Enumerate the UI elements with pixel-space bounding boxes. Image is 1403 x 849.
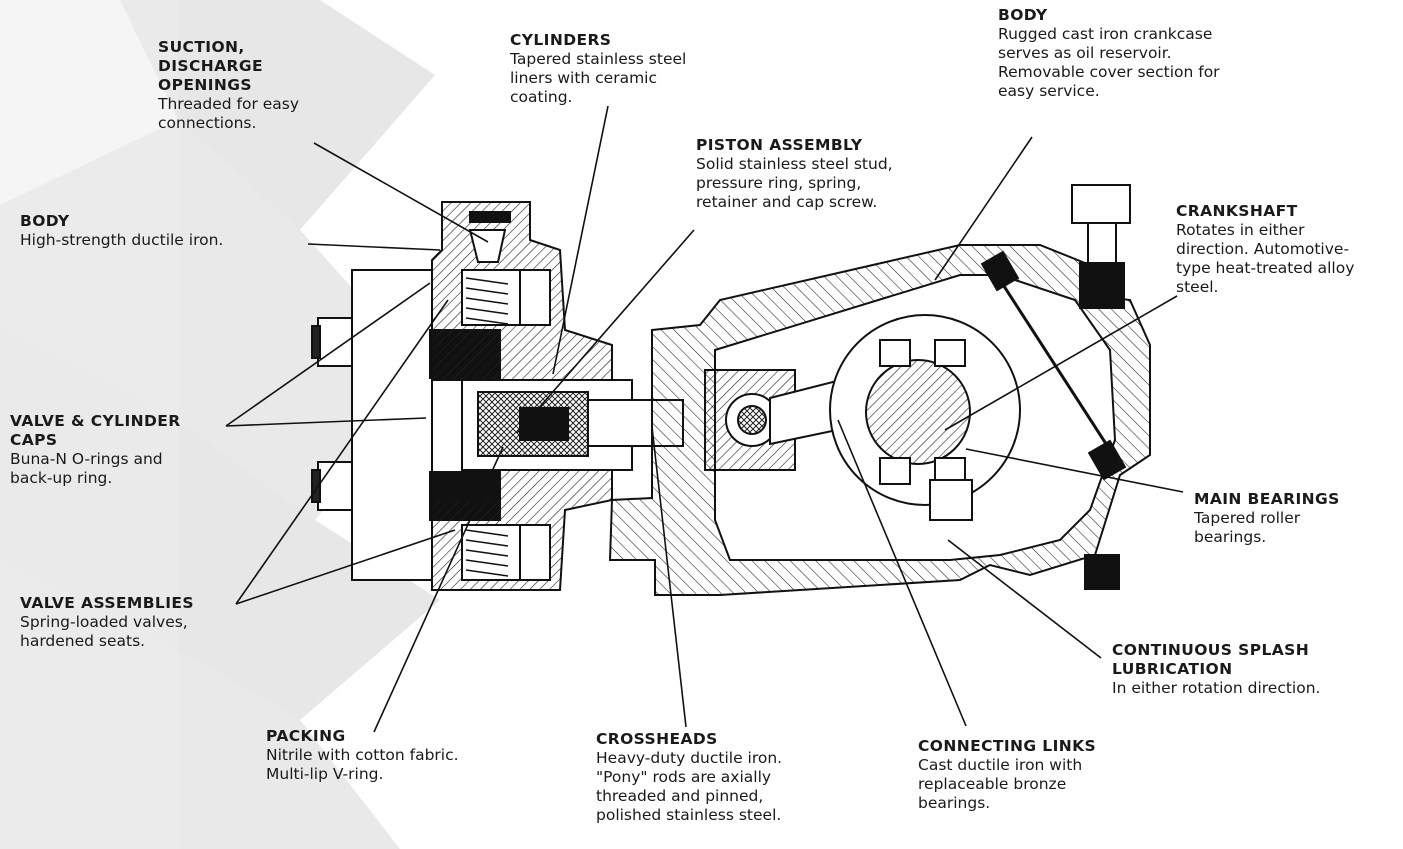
callout-description: type heat-treated alloy [1176, 259, 1355, 277]
callout-description: Tapered stainless steel [510, 50, 687, 68]
leader-splash [947, 539, 1102, 659]
callout-main-bearings: MAIN BEARINGS Tapered roller bearings. [1194, 490, 1340, 547]
callout-crossheads: CROSSHEADS Heavy-duty ductile iron. "Pon… [596, 730, 782, 825]
callout-description: easy service. [998, 82, 1100, 100]
leader-valve-assemblies-b [235, 529, 456, 605]
callout-description: Solid stainless steel stud, [696, 155, 893, 173]
callout-title: VALVE ASSEMBLIES [20, 594, 194, 612]
callout-description: Cast ductile iron with [918, 756, 1083, 774]
leader-piston [516, 229, 695, 434]
callout-body-crankcase: BODY Rugged cast iron crankcase serves a… [998, 6, 1220, 101]
callout-description: Nitrile with cotton fabric. [266, 746, 459, 764]
callout-title: CYLINDERS [510, 31, 612, 49]
callout-description: coating. [510, 88, 573, 106]
leader-connecting-links [837, 419, 967, 727]
callout-description: back-up ring. [10, 469, 113, 487]
callout-description: polished stainless steel. [596, 806, 782, 824]
callout-title: CRANKSHAFT [1176, 202, 1298, 220]
callout-description: Threaded for easy [158, 95, 300, 113]
callout-description: Rugged cast iron crankcase [998, 25, 1213, 43]
callout-description: "Pony" rods are axially [596, 768, 772, 786]
callout-crankshaft: CRANKSHAFT Rotates in either direction. … [1176, 202, 1354, 297]
callout-title: BODY [998, 6, 1048, 24]
leader-cylinders [552, 105, 609, 375]
callout-description: High-strength ductile iron. [20, 231, 224, 249]
callout-description: Tapered roller [1194, 509, 1301, 527]
callout-piston-assembly: PISTON ASSEMBLY Solid stainless steel st… [696, 136, 893, 212]
callout-description: In either rotation direction. [1112, 679, 1321, 697]
callout-description: Heavy-duty ductile iron. [596, 749, 783, 767]
callout-description: bearings. [918, 794, 991, 812]
callout-title: LUBRICATION [1112, 660, 1233, 678]
callout-description: hardened seats. [20, 632, 146, 650]
callout-description: direction. Automotive- [1176, 240, 1350, 258]
callout-description: pressure ring, spring, [696, 174, 862, 192]
callout-title: SUCTION, [158, 38, 245, 56]
leader-body-top [934, 136, 1033, 281]
callout-title: PISTON ASSEMBLY [696, 136, 863, 154]
callout-description: threaded and pinned, [596, 787, 764, 805]
callout-description: replaceable bronze [918, 775, 1067, 793]
callout-cylinders: CYLINDERS Tapered stainless steel liners… [510, 31, 686, 107]
callout-title: BODY [20, 212, 70, 230]
callout-suction-discharge: SUCTION, DISCHARGE OPENINGS Threaded for… [158, 38, 299, 133]
callout-connecting-links: CONNECTING LINKS Cast ductile iron with … [918, 737, 1096, 813]
leader-valve-assemblies-a [235, 299, 449, 605]
callout-title: VALVE & CYLINDER [10, 412, 181, 430]
leader-main-bearings [965, 448, 1184, 493]
leader-crankshaft [944, 295, 1178, 431]
callout-description: Multi-lip V-ring. [266, 765, 384, 783]
cylinder-cap [351, 269, 433, 581]
callout-description: liners with ceramic [510, 69, 658, 87]
leader-crossheads [651, 426, 687, 728]
callout-description: bearings. [1194, 528, 1267, 546]
leader-valve-caps-a [225, 282, 431, 427]
oil-fill-cap [1071, 184, 1131, 224]
callout-title: CROSSHEADS [596, 730, 718, 748]
callout-description: Rotates in either [1176, 221, 1305, 239]
callout-description: serves as oil reservoir. [998, 44, 1172, 62]
callout-description: retainer and cap screw. [696, 193, 878, 211]
callout-valve-assemblies: VALVE ASSEMBLIES Spring-loaded valves, h… [20, 594, 194, 651]
callout-title: DISCHARGE [158, 57, 263, 75]
callout-description: Buna-N O-rings and [10, 450, 163, 468]
callout-splash-lubrication: CONTINUOUS SPLASH LUBRICATION In either … [1112, 641, 1320, 698]
leader-valve-caps-b [225, 417, 427, 427]
callout-description: Spring-loaded valves, [20, 613, 188, 631]
callout-title: CAPS [10, 431, 58, 449]
leader-suction [313, 142, 489, 243]
callout-title: CONTINUOUS SPLASH [1112, 641, 1310, 659]
callout-description: Removable cover section for [998, 63, 1220, 81]
leader-packing [373, 446, 504, 733]
callout-body-ductile: BODY High-strength ductile iron. [20, 212, 223, 250]
callout-valve-cylinder-caps: VALVE & CYLINDER CAPS Buna-N O-rings and… [10, 412, 181, 488]
crankshaft [865, 359, 971, 465]
callout-title: CONNECTING LINKS [918, 737, 1097, 755]
callout-description: connections. [158, 114, 257, 132]
callout-packing: PACKING Nitrile with cotton fabric. Mult… [266, 727, 459, 784]
callout-title: OPENINGS [158, 76, 252, 94]
callout-title: MAIN BEARINGS [1194, 490, 1340, 508]
callout-title: PACKING [266, 727, 346, 745]
callout-description: steel. [1176, 278, 1219, 296]
leader-body-left [307, 243, 441, 251]
